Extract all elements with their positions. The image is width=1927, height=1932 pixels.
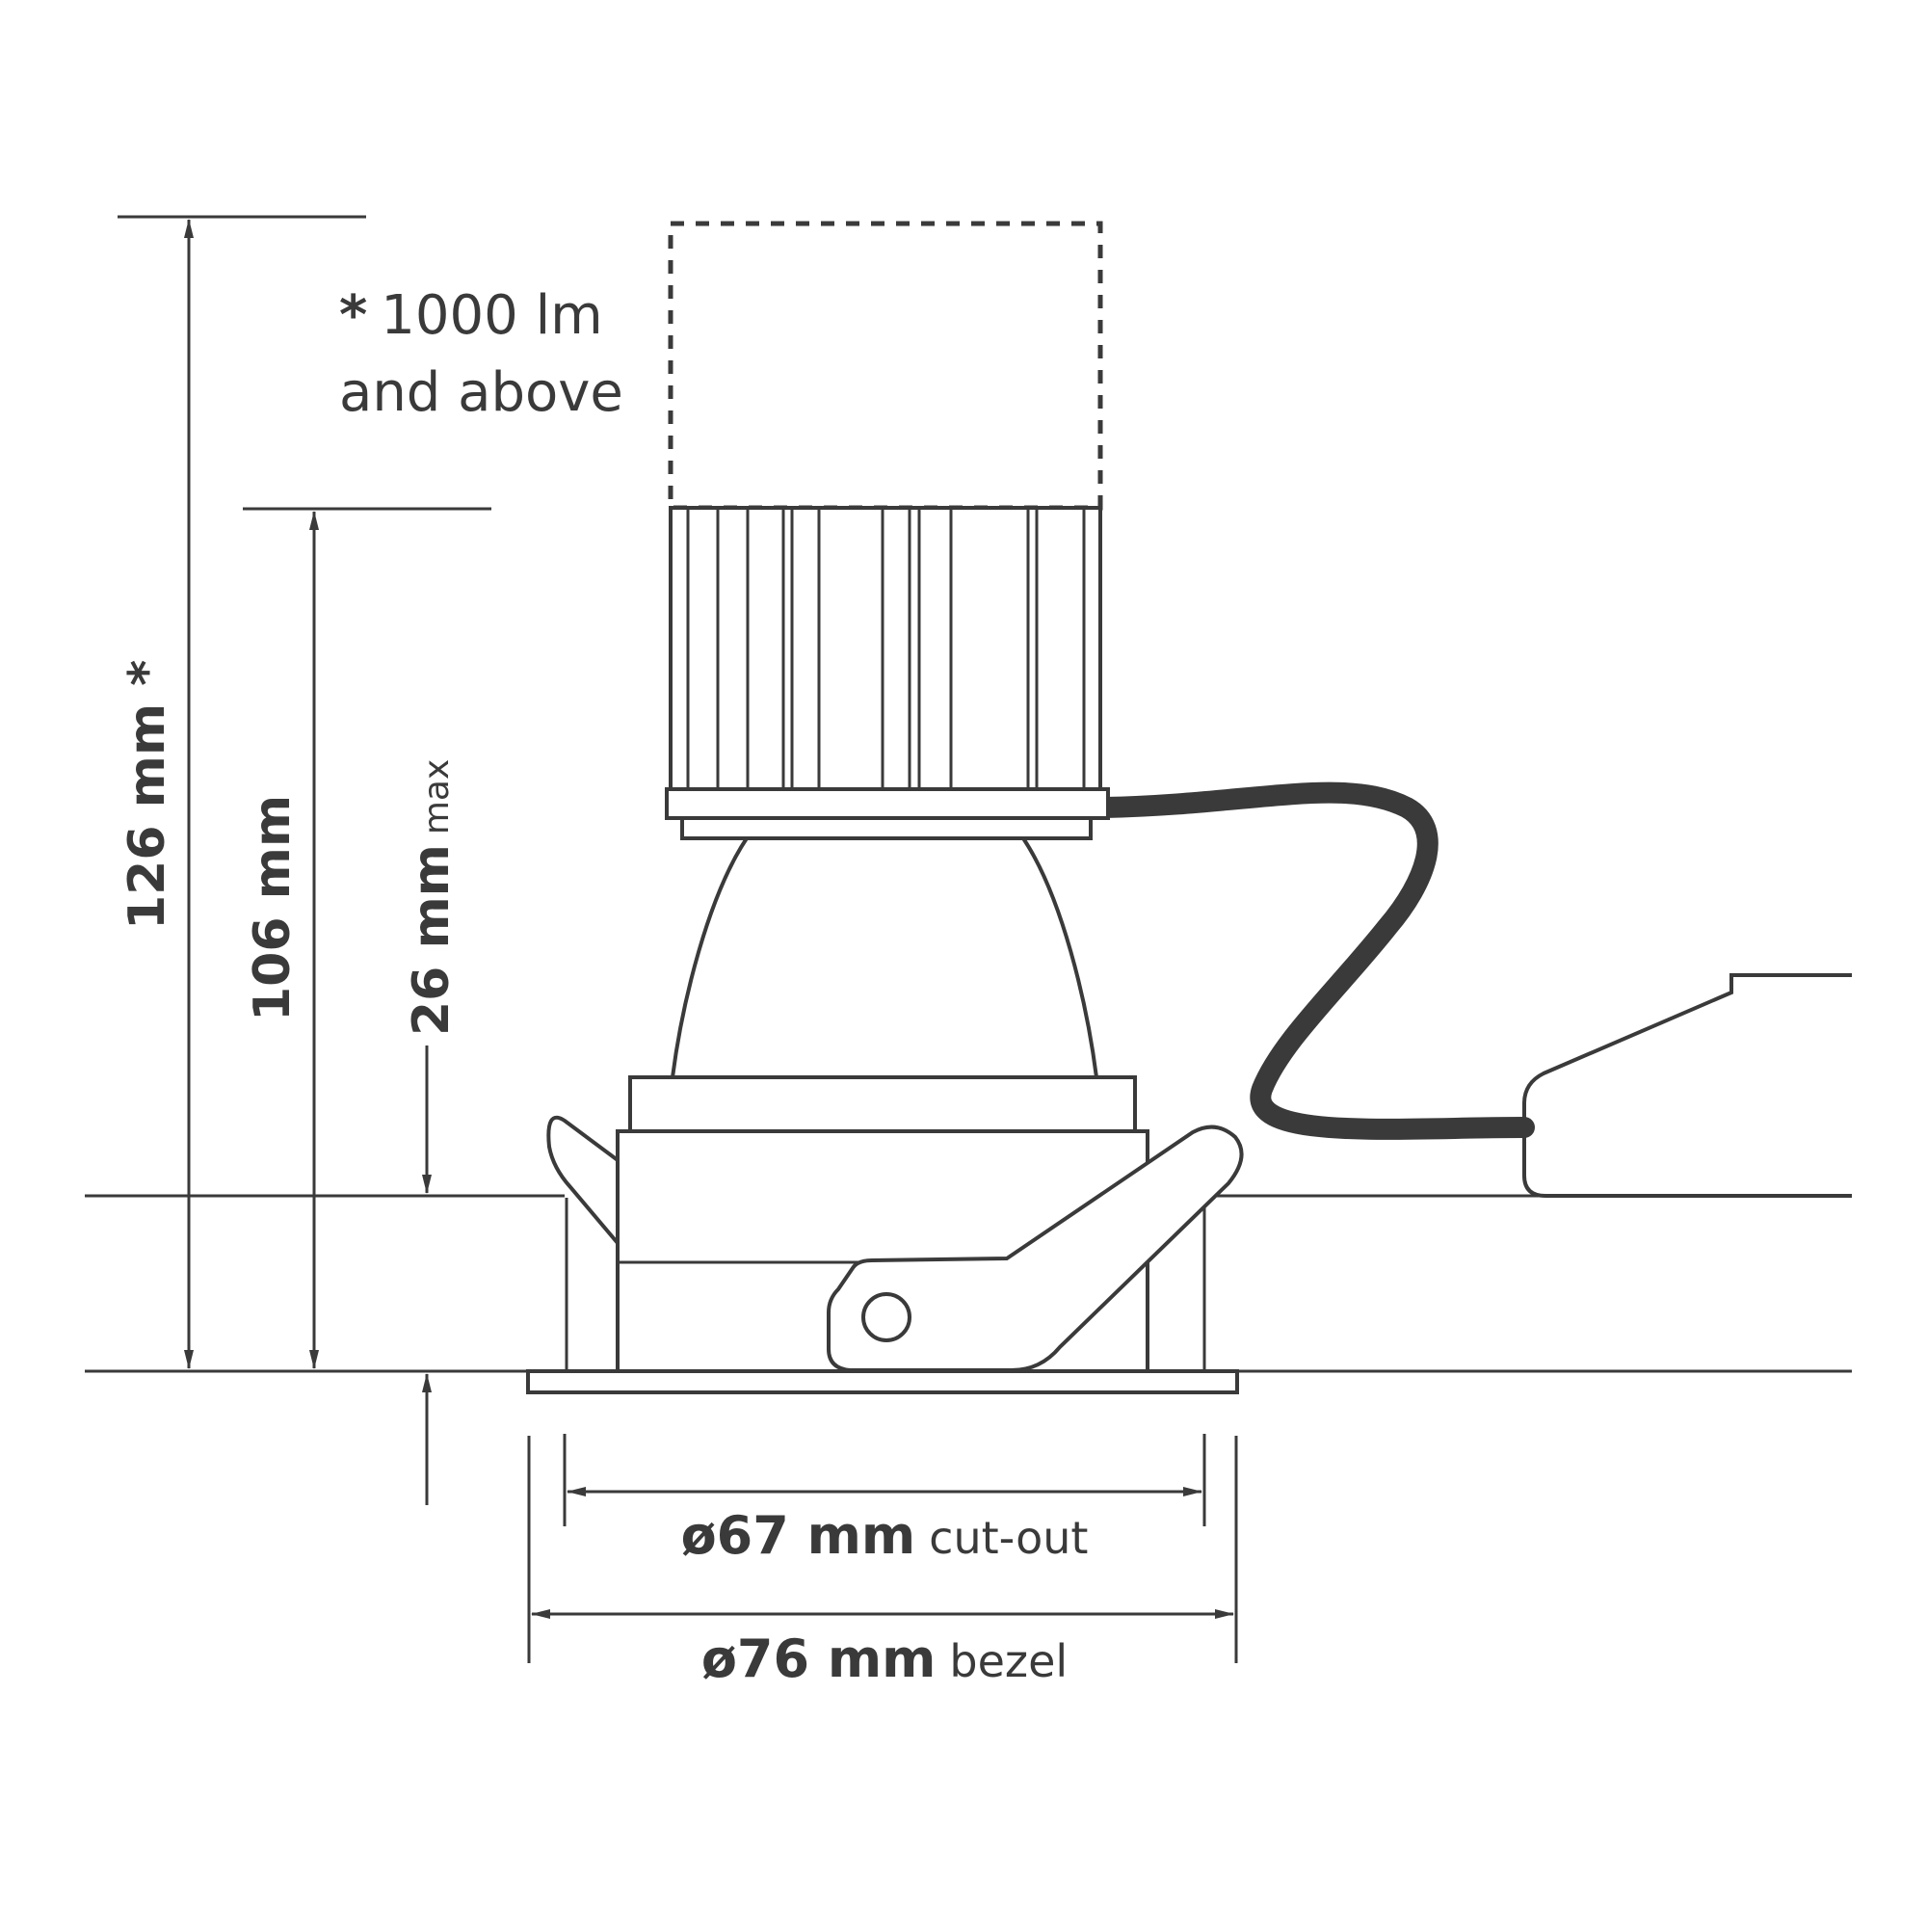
dimension-height-ceiling: 26 mmmax bbox=[403, 759, 461, 1505]
height-total-label: 126 mm * bbox=[119, 660, 176, 930]
ceiling bbox=[85, 1194, 1852, 1373]
lumen-note-line1: *1000 lm bbox=[339, 284, 603, 347]
height-ceiling-label: 26 mmmax bbox=[403, 759, 461, 1036]
heatsink bbox=[665, 506, 1110, 840]
power-cable bbox=[1094, 781, 1535, 1140]
spring-clip-left bbox=[546, 1115, 620, 1249]
dimension-height-standard: 106 mm bbox=[243, 507, 491, 1369]
dimension-height-total: 126 mm * bbox=[118, 215, 366, 1369]
extended-heatsink-outline bbox=[668, 221, 1103, 511]
lumen-note: *1000 lm and above bbox=[339, 284, 623, 424]
clip-pivot bbox=[861, 1292, 911, 1342]
lumen-note-line2: and above bbox=[339, 361, 623, 424]
bezel bbox=[526, 1369, 1239, 1394]
reflector-dome bbox=[670, 836, 1099, 1079]
housing-top-ring bbox=[628, 1075, 1137, 1133]
heatsink-flange bbox=[665, 787, 1110, 820]
driver-box bbox=[1522, 973, 1852, 1198]
heatsink-base-ring bbox=[680, 816, 1093, 840]
height-standard-label: 106 mm bbox=[244, 795, 302, 1021]
